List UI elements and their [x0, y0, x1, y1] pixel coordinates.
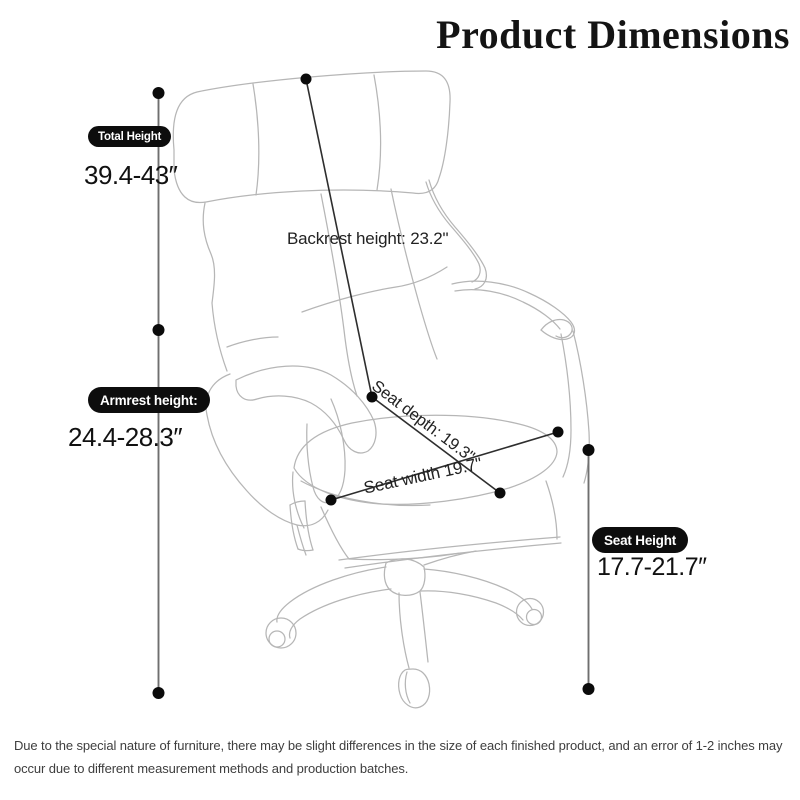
dimension-endpoint-dot: [366, 391, 378, 403]
seat-width-dimension-line: [330, 431, 559, 501]
page-title: Product Dimensions: [436, 12, 790, 57]
dimension-endpoint-dot: [300, 73, 312, 85]
disclaimer-text: Due to the special nature of furniture, …: [14, 735, 794, 780]
chair-backrest: [202, 179, 488, 397]
dimension-endpoint-dot: [152, 687, 165, 699]
dimension-endpoint-dot: [494, 487, 506, 499]
armrest-height-badge: Armrest height:: [88, 387, 210, 413]
total-height-value: 39.4-43″: [84, 160, 178, 190]
dimension-endpoint-dot: [582, 683, 595, 695]
chair-armrest-right: [451, 280, 590, 484]
disclaimer-line-1: Due to the special nature of furniture, …: [14, 738, 783, 753]
seat-height-badge: Seat Height: [592, 527, 689, 553]
backrest-height-label: Backrest height: 23.2": [287, 229, 449, 248]
chair-base: [265, 550, 545, 709]
dimension-endpoint-dot: [325, 494, 337, 506]
seat-height-value: 17.7-21.7″: [597, 553, 707, 581]
chair-seat: [289, 414, 562, 569]
chair-armrest-left: [205, 365, 377, 556]
dimension-endpoint-dot: [582, 444, 595, 456]
backrest-height-dimension-line: [305, 78, 373, 398]
armrest-height-value: 24.4-28.3″: [68, 422, 183, 452]
dimension-endpoint-dot: [152, 87, 165, 99]
disclaimer-line-2: occur due to different measurement metho…: [14, 760, 409, 776]
chair-headrest: [172, 70, 451, 204]
total-height-badge: Total Height: [88, 126, 172, 147]
dimension-endpoint-dot: [552, 426, 564, 438]
dimension-endpoint-dot: [152, 324, 165, 336]
seat-depth-dimension-line: [371, 396, 501, 494]
